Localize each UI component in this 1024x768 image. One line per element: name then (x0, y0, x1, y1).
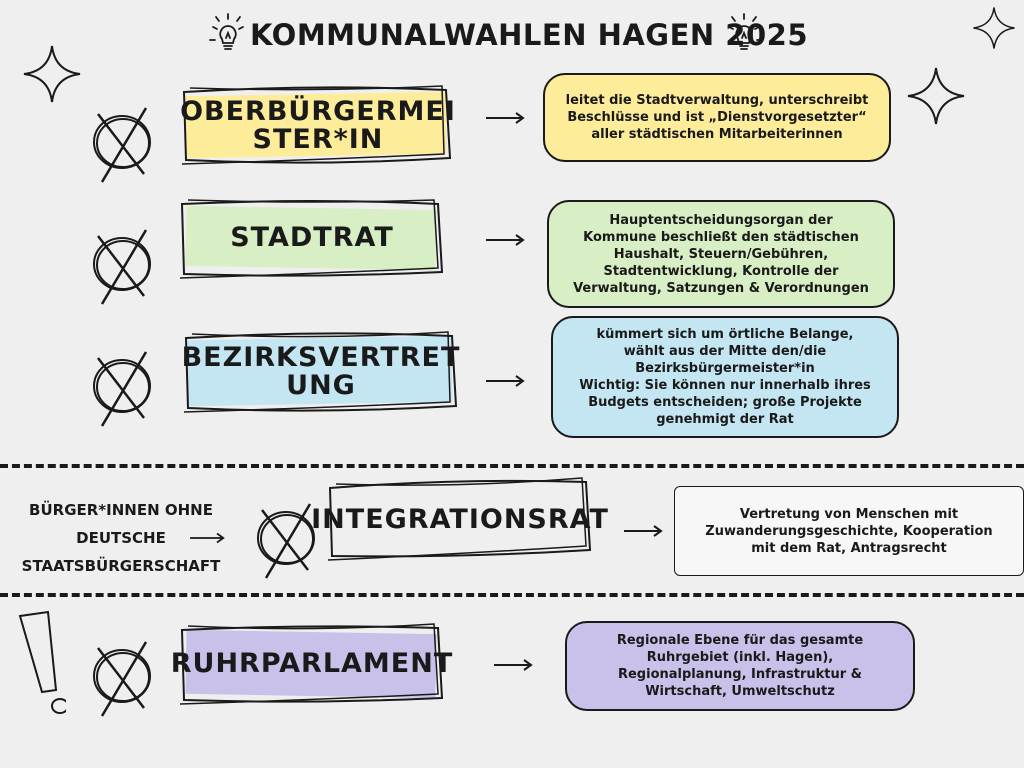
label-line: RUHRPARLAMENT (170, 648, 454, 679)
description-line: aller städtischen Mitarbeiterinnen (591, 127, 843, 142)
side-note: BÜRGER*INNEN OHNE DEUTSCHE STAATSBÜRGERS… (10, 496, 232, 580)
label-integrationsrat: INTEGRATIONSRAT (311, 474, 608, 566)
description-box: Vertretung von Menschen mit Zuwanderungs… (674, 486, 1024, 576)
ballot-cross-icon (257, 503, 315, 579)
sparkle-icon (907, 67, 965, 125)
label-line: UNG (286, 370, 356, 401)
description-line: Ruhrgebiet (inkl. Hagen), (646, 650, 834, 665)
arrow-right-icon (190, 532, 225, 544)
description-line: Haushalt, Steuern/Gebühren, (613, 246, 829, 262)
ballot-cross-icon (93, 351, 151, 427)
description-line: Bezirksbürgermeister*in (635, 361, 815, 376)
side-note-line: DEUTSCHE (76, 529, 166, 547)
arrow-right-icon (494, 659, 533, 671)
description-line: Zuwanderungsgeschichte, Kooperation (705, 523, 993, 539)
label-line: INTEGRATIONSRAT (311, 504, 609, 535)
side-note-line: STAATSBÜRGERSCHAFT (21, 557, 221, 575)
sparkle-icon (23, 45, 81, 103)
arrow-right-icon (624, 525, 663, 537)
dashed-divider (0, 593, 1024, 597)
description-line: Regionalplanung, Infrastruktur & (617, 667, 862, 682)
arrow-right-icon (486, 375, 525, 387)
description-line: Wirtschaft, Umweltschutz (645, 684, 835, 699)
description-box: kümmert sich um örtliche Belange, wählt … (551, 316, 899, 438)
ballot-cross-icon (93, 229, 151, 305)
label-stadtrat: STADTRAT (176, 192, 448, 284)
description-line: Vertretung von Menschen mit (739, 506, 959, 522)
arrow-right-icon (486, 112, 525, 124)
label-ruhrparlament: RUHRPARLAMENT (171, 618, 452, 710)
label-oberbuergermeisterin: OBERBÜRGERMEI STER*IN (178, 80, 458, 172)
description-line: Kommune beschließt den städtischen (583, 229, 859, 245)
label-line: OBERBÜRGERMEI (180, 96, 456, 127)
description-box: Regionale Ebene für das gesamte Ruhrgebi… (565, 621, 915, 711)
description-box: Hauptentscheidungsorgan der Kommune besc… (547, 200, 895, 308)
arrow-right-icon (486, 234, 525, 246)
label-line: STER*IN (252, 124, 384, 155)
description-line: Verwaltung, Satzungen & Verordnungen (573, 280, 869, 296)
sparkle-icon (973, 7, 1015, 49)
label-bezirksvertretung: BEZIRKSVERTRET UNG (180, 326, 462, 418)
lightbulb-icon (209, 13, 244, 50)
description-line: leitet die Stadtverwaltung, unterschreib… (565, 93, 869, 108)
description-line: Beschlüsse und ist „Dienstvorgesetzter“ (567, 110, 867, 125)
description-line: kümmert sich um örtliche Belange, (596, 327, 854, 342)
description-box: leitet die Stadtverwaltung, unterschreib… (543, 73, 891, 162)
ballot-cross-icon (93, 641, 151, 717)
description-line: Wichtig: Sie können nur innerhalb ihres (579, 378, 871, 393)
description-line: wählt aus der Mitte den/die (623, 344, 827, 359)
label-line: BEZIRKSVERTRET (181, 342, 461, 373)
description-line: Stadtentwicklung, Kontrolle der (603, 263, 839, 279)
description-line: genehmigt der Rat (656, 412, 794, 427)
exclamation-icon (18, 610, 66, 714)
description-line: mit dem Rat, Antragsrecht (751, 540, 947, 556)
dashed-divider (0, 464, 1024, 468)
side-note-line: BÜRGER*INNEN OHNE (29, 501, 213, 519)
description-line: Budgets entscheiden; große Projekte (588, 395, 862, 410)
page-title: KOMMUNALWAHLEN HAGEN 2025 (250, 18, 808, 52)
ballot-cross-icon (93, 107, 151, 183)
description-line: Regionale Ebene für das gesamte (616, 633, 864, 648)
label-line: STADTRAT (230, 222, 394, 253)
lightbulb-icon (728, 13, 763, 50)
description-line: Hauptentscheidungsorgan der (609, 212, 833, 228)
